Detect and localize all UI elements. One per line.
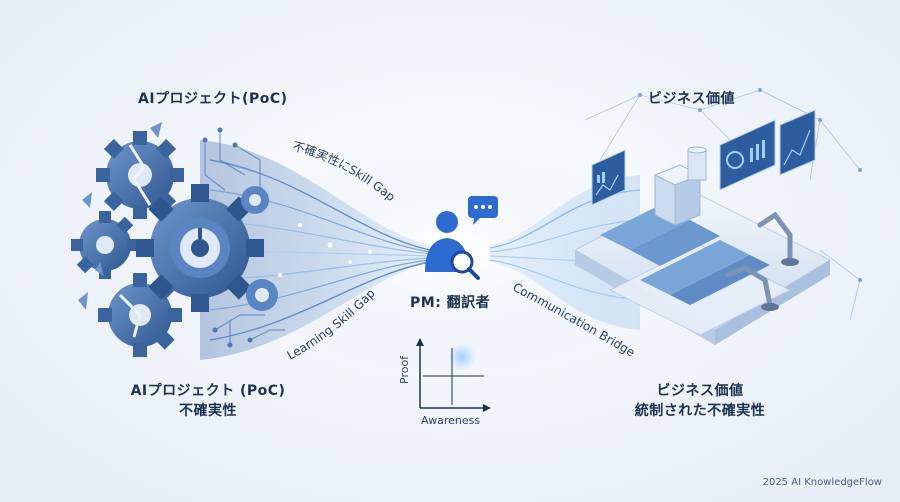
chat-bubble-icon	[468, 196, 498, 225]
dashboard-screen-left	[591, 149, 626, 206]
dashboard-screen-center	[719, 119, 776, 191]
left-bottom-title: AIプロジェクト (PoC) 不確実性	[98, 380, 318, 420]
footer-credit: 2025 AI KnowledgeFlow	[762, 477, 882, 488]
right-bottom-title: ビジネス価値 統制された不確実性	[600, 380, 800, 420]
left-bottom-line1: AIプロジェクト (PoC)	[130, 383, 286, 399]
smart-factory-illustration	[573, 88, 862, 345]
pm-label: PM: 翻訳者	[410, 295, 491, 311]
matrix-y-label: Proof	[398, 355, 411, 384]
proof-awareness-matrix-icon	[416, 338, 491, 412]
right-bottom-line2: 統制された不確実性	[634, 403, 766, 419]
broken-gears-icon	[71, 122, 285, 357]
machine-tower	[653, 146, 707, 226]
robot-arm-icon	[725, 211, 793, 308]
dashboard-screen-right	[779, 109, 816, 176]
right-top-title: ビジネス価値	[648, 91, 735, 107]
left-top-title: AIプロジェクト(PoC)	[138, 91, 288, 107]
pm-person-icon	[425, 211, 480, 280]
right-bottom-line1: ビジネス価値	[656, 383, 744, 399]
left-bottom-line2: 不確実性	[179, 403, 237, 419]
matrix-x-label: Awareness	[421, 414, 481, 427]
